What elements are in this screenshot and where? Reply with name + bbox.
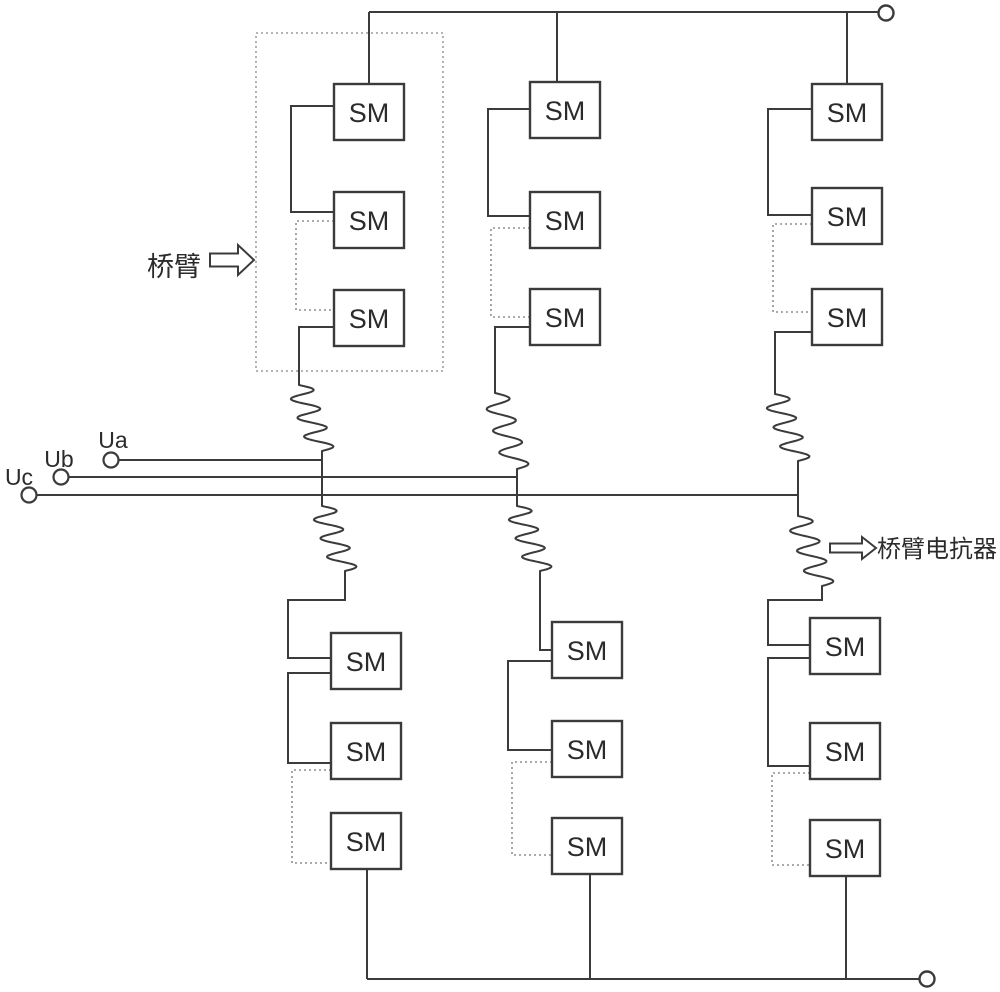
dc-negative-terminal-icon: [918, 970, 936, 988]
sm-b-upper-1-box: [528, 80, 602, 140]
sm-a-upper-2-box: [332, 190, 406, 250]
sm-c-upper-2-label: SM: [827, 202, 868, 232]
sm-a-lower-1-label: SM: [346, 647, 387, 677]
wire-lower-link-b: [507, 660, 552, 751]
arm-inductor-b-upper-icon: [485, 392, 530, 470]
phase-terminal-b-icon: [52, 468, 70, 486]
wire-upper-dotted-link-a: [295, 220, 334, 311]
sm-b-lower-2-box: [550, 719, 624, 779]
wire-upper-link-a: [290, 105, 334, 213]
sm-c-upper-1-box: [810, 82, 884, 142]
sm-a-lower-3-box: [329, 811, 403, 871]
sm-a-lower-1-box: [329, 631, 403, 691]
phase-label-c: Uc: [5, 464, 33, 490]
sm-c-lower-1-box: [808, 616, 882, 676]
wire-lower-dotted-link-a: [291, 769, 331, 864]
sm-c-upper-2-box: [810, 186, 884, 246]
sm-a-upper-2-label: SM: [349, 206, 390, 236]
wire-lower-entry-a: [287, 571, 346, 659]
sm-c-lower-3-label: SM: [825, 834, 866, 864]
wire-upper-link-b: [487, 108, 530, 217]
wire-upper-link-c: [767, 108, 812, 216]
sm-a-upper-3-label: SM: [349, 304, 390, 334]
sm-a-lower-2-label: SM: [346, 737, 387, 767]
bridge-arm-label: 桥臂: [147, 252, 201, 282]
arm-inductor-b-lower-icon: [507, 505, 553, 572]
arm-inductor-a-upper-icon: [289, 384, 335, 452]
phase-label-a: Ua: [98, 427, 128, 453]
wire-lower-dotted-link-c: [771, 772, 810, 866]
wire-lower-dotted-link-b: [511, 761, 552, 856]
wire-lower-entry-c: [767, 586, 823, 646]
sm-a-lower-2-box: [329, 721, 403, 781]
arm-inductor-c-upper-icon: [765, 393, 811, 462]
sm-c-lower-2-label: SM: [825, 737, 866, 767]
wire-upper-dotted-link-c: [772, 223, 812, 313]
sm-c-lower-1-label: SM: [825, 632, 866, 662]
sm-b-upper-3-box: [528, 287, 602, 347]
sm-c-lower-2-box: [808, 721, 882, 781]
wire-lower-link-c: [767, 657, 810, 767]
wire-lower-entry-b: [539, 571, 552, 651]
sm-b-lower-3-label: SM: [567, 832, 608, 862]
phase-terminal-c-icon: [20, 486, 38, 504]
bridge-arm-arrow-icon: [209, 242, 256, 278]
sm-a-upper-1-box: [332, 82, 406, 142]
bridge-arm-reactor-arrow-icon: [829, 534, 878, 562]
sm-b-lower-1-box: [550, 620, 624, 680]
wire-upper-exit-a: [298, 326, 334, 385]
phase-label-b: Ub: [44, 446, 73, 472]
bridge-arm-reactor-label: 桥臂电抗器: [877, 536, 997, 563]
sm-b-upper-2-box: [528, 190, 602, 250]
sm-c-upper-3-box: [810, 287, 884, 347]
arm-inductor-c-lower-icon: [788, 515, 835, 587]
sm-c-lower-3-box: [808, 818, 882, 878]
sm-c-upper-1-label: SM: [827, 98, 868, 128]
sm-a-upper-3-box: [332, 288, 406, 348]
wire-upper-exit-c: [774, 331, 812, 394]
sm-b-upper-2-label: SM: [545, 206, 586, 236]
sm-c-upper-3-label: SM: [827, 303, 868, 333]
dc-positive-terminal-icon: [877, 4, 895, 22]
phase-terminal-a-icon: [102, 451, 120, 469]
wire-upper-dotted-link-b: [490, 227, 530, 318]
sm-b-upper-3-label: SM: [545, 303, 586, 333]
sm-a-upper-1-label: SM: [349, 98, 390, 128]
sm-a-lower-3-label: SM: [346, 827, 387, 857]
sm-b-lower-2-label: SM: [567, 735, 608, 765]
arm-inductor-a-lower-icon: [312, 505, 358, 572]
wire-upper-exit-b: [494, 326, 530, 393]
wire-lower-link-a: [287, 672, 331, 764]
sm-b-lower-3-box: [550, 816, 624, 876]
bridge-arm-dashed-box: [255, 32, 444, 372]
sm-b-upper-1-label: SM: [545, 96, 586, 126]
sm-b-lower-1-label: SM: [567, 636, 608, 666]
